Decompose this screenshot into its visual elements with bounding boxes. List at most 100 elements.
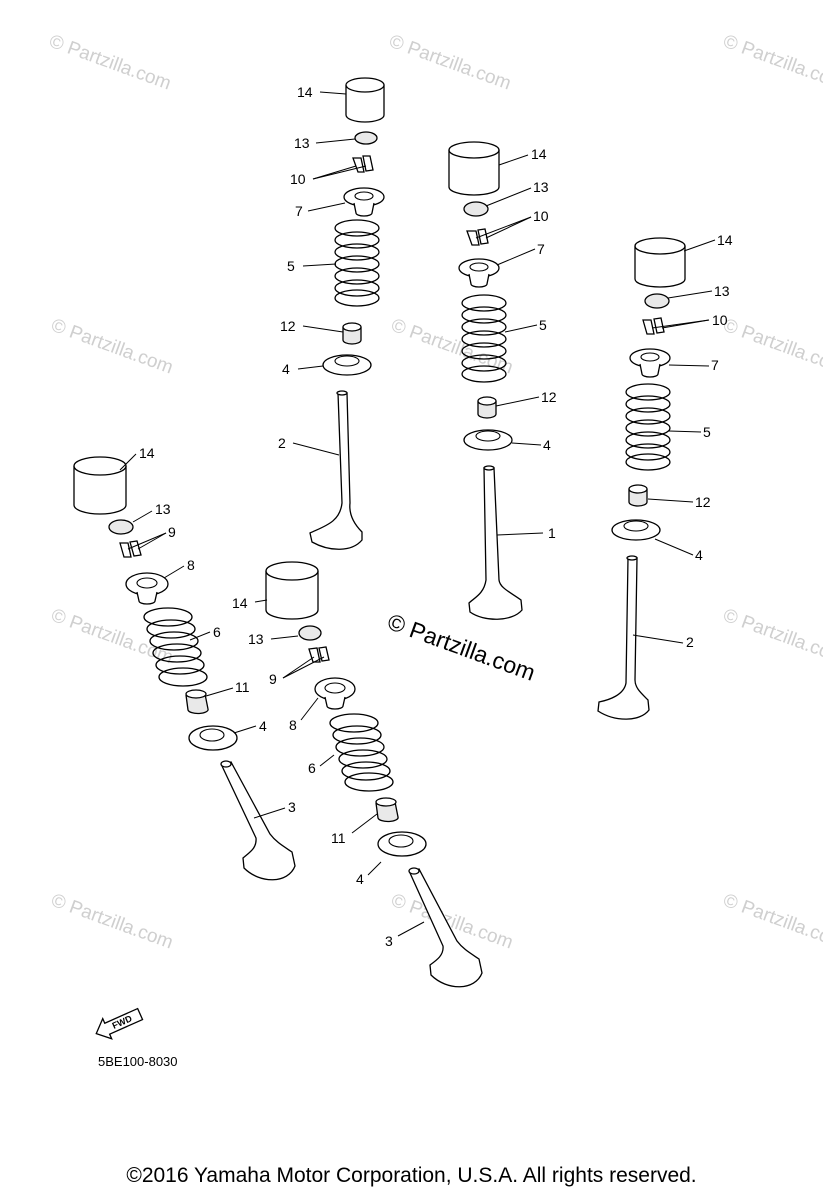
callout-label: 8 — [289, 717, 297, 733]
callout-label: 8 — [187, 557, 195, 573]
callout-label: 6 — [308, 760, 316, 776]
callouts-b: 14 13 10 7 5 12 4 1 — [475, 146, 557, 541]
callout-label: 11 — [331, 830, 346, 846]
assembly-b: 14 13 10 7 5 12 4 1 — [448, 141, 557, 620]
valve — [597, 555, 650, 720]
callout-label: 12 — [280, 318, 296, 334]
valve-lifter — [448, 141, 500, 196]
valve-lifter — [73, 456, 127, 515]
valve-stem-seal — [342, 322, 362, 345]
spring-retainer — [629, 348, 671, 378]
callout-label: 13 — [294, 135, 310, 151]
valve-cotter — [308, 646, 330, 663]
assembly-a: 14 13 10 7 5 12 4 2 — [278, 77, 385, 550]
callout-label: 4 — [695, 547, 703, 563]
watermarks: © Partzilla.com © Partzilla.com © Partzi… — [46, 31, 823, 954]
watermark: © Partzilla.com — [48, 315, 175, 379]
callout-label: 10 — [290, 171, 306, 187]
watermark: © Partzilla.com — [720, 31, 823, 95]
valve-lifter — [634, 237, 686, 288]
watermark: © Partzilla.com — [46, 31, 173, 95]
callout-label: 5 — [287, 258, 295, 274]
watermark: © Partzilla.com — [720, 605, 823, 669]
callout-label: 3 — [385, 933, 393, 949]
callout-label: 11 — [235, 679, 250, 695]
valve-shim — [463, 201, 489, 217]
callout-label: 7 — [295, 203, 303, 219]
callout-label: 7 — [711, 357, 719, 373]
callouts-a: 14 13 10 7 5 12 4 2 — [278, 84, 367, 456]
assembly-c: 14 13 10 7 5 12 4 2 — [597, 232, 733, 720]
spring-seat — [611, 519, 661, 541]
spring-retainer — [343, 187, 385, 217]
valve-stem-seal — [375, 797, 399, 823]
valve-cotter — [119, 540, 142, 558]
valve-spring — [143, 607, 208, 687]
valve-spring — [461, 294, 507, 383]
valve — [468, 465, 523, 620]
valve-stem-seal — [185, 689, 209, 715]
callout-label: 4 — [543, 437, 551, 453]
callouts-c: 14 13 10 7 5 12 4 2 — [632, 232, 733, 650]
copyright-text: ©2016 Yamaha Motor Corporation, U.S.A. A… — [126, 1164, 697, 1187]
spring-seat — [188, 725, 238, 751]
watermark: © Partzilla.com — [720, 315, 823, 379]
valve-lifter — [265, 561, 319, 620]
callout-label: 14 — [531, 146, 547, 162]
valve-shim — [354, 131, 378, 145]
valve-lifter — [345, 77, 385, 123]
callout-label: 14 — [297, 84, 313, 100]
callout-label: 12 — [695, 494, 711, 510]
valve-stem-seal — [628, 484, 648, 507]
valve-stem-seal — [477, 396, 497, 419]
callouts-e: 14 13 9 8 6 11 4 3 — [232, 595, 425, 949]
callout-label: 12 — [541, 389, 557, 405]
assembly-e: 14 13 9 8 6 11 4 3 — [232, 561, 483, 988]
valve-cotter — [352, 155, 374, 173]
callout-label: 5 — [703, 424, 711, 440]
spring-retainer — [314, 677, 356, 710]
valve-spring — [625, 383, 671, 471]
spring-seat — [377, 831, 427, 857]
spring-seat — [463, 429, 513, 451]
callout-label: 14 — [717, 232, 733, 248]
callout-label: 4 — [259, 718, 267, 734]
watermark: © Partzilla.com — [48, 890, 175, 954]
diagram-code: 5BE100-8030 — [98, 1054, 178, 1069]
callout-label: 4 — [282, 361, 290, 377]
valve-shim — [644, 293, 670, 309]
callout-label: 7 — [537, 241, 545, 257]
valve-shim — [108, 519, 134, 535]
callout-label: 2 — [278, 435, 286, 451]
valve — [220, 760, 296, 881]
callouts-d: 14 13 9 8 6 11 4 3 — [119, 445, 296, 819]
callout-label: 14 — [139, 445, 155, 461]
callout-label: 4 — [356, 871, 364, 887]
callout-label: 10 — [533, 208, 549, 224]
callout-label: 2 — [686, 634, 694, 650]
callout-label: 9 — [269, 671, 277, 687]
callout-label: 13 — [533, 179, 549, 195]
valve-spring — [329, 713, 394, 792]
assembly-d: 14 13 9 8 6 11 4 3 — [73, 445, 296, 881]
callout-label: 13 — [155, 501, 171, 517]
spring-retainer — [458, 258, 500, 288]
center-watermark: © Partzilla.com — [384, 608, 539, 685]
callout-label: 5 — [539, 317, 547, 333]
watermark: © Partzilla.com — [386, 31, 513, 95]
valve — [408, 867, 483, 988]
valve-cotter — [642, 317, 665, 335]
callout-label: 10 — [712, 312, 728, 328]
callout-label: 6 — [213, 624, 221, 640]
callout-label: 13 — [714, 283, 730, 299]
spring-seat — [322, 354, 372, 376]
callout-label: 3 — [288, 799, 296, 815]
callout-label: 9 — [168, 524, 176, 540]
callout-label: 14 — [232, 595, 248, 611]
watermark: © Partzilla.com — [720, 890, 823, 954]
spring-retainer — [125, 572, 169, 605]
fwd-arrow-icon: FWD — [95, 1007, 144, 1040]
callout-label: 1 — [548, 525, 556, 541]
callout-label: 13 — [248, 631, 264, 647]
